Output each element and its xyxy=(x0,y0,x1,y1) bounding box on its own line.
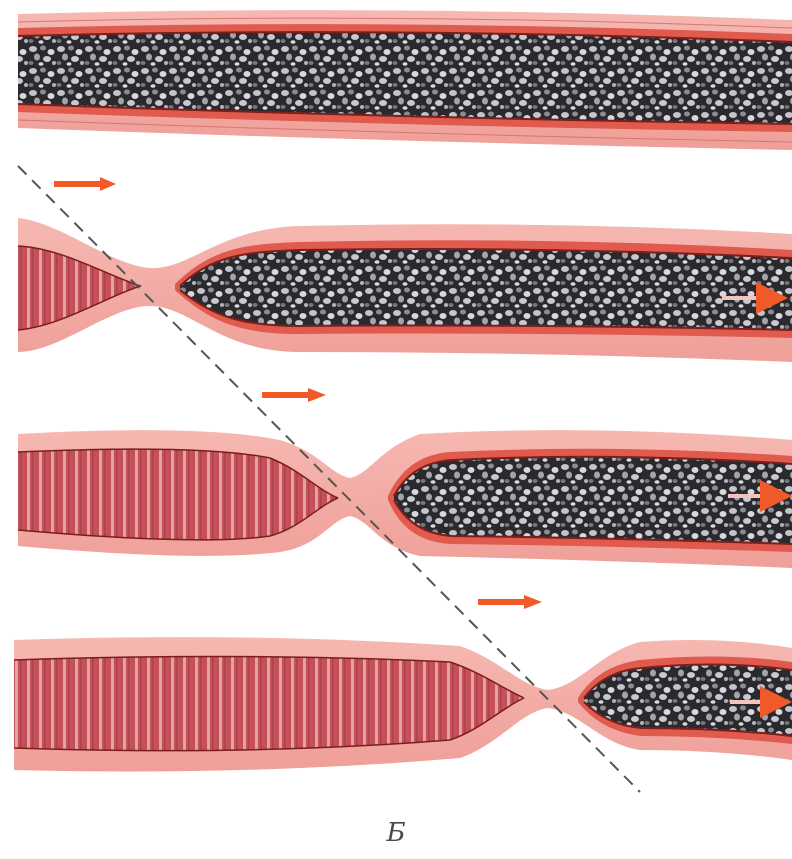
stage-4-tube xyxy=(14,637,792,771)
stage-3-bolus xyxy=(394,457,792,544)
direction-arrow-2 xyxy=(262,388,326,402)
direction-arrow-1 xyxy=(54,177,116,191)
stage-2-bolus xyxy=(180,249,792,330)
stage-4-muscle xyxy=(14,656,524,750)
stage-1-tube xyxy=(18,10,792,150)
direction-arrow-3 xyxy=(478,595,542,609)
stage-3-tube xyxy=(18,430,792,568)
figure-caption: Б xyxy=(0,818,792,848)
stage-2-tube xyxy=(18,218,792,362)
